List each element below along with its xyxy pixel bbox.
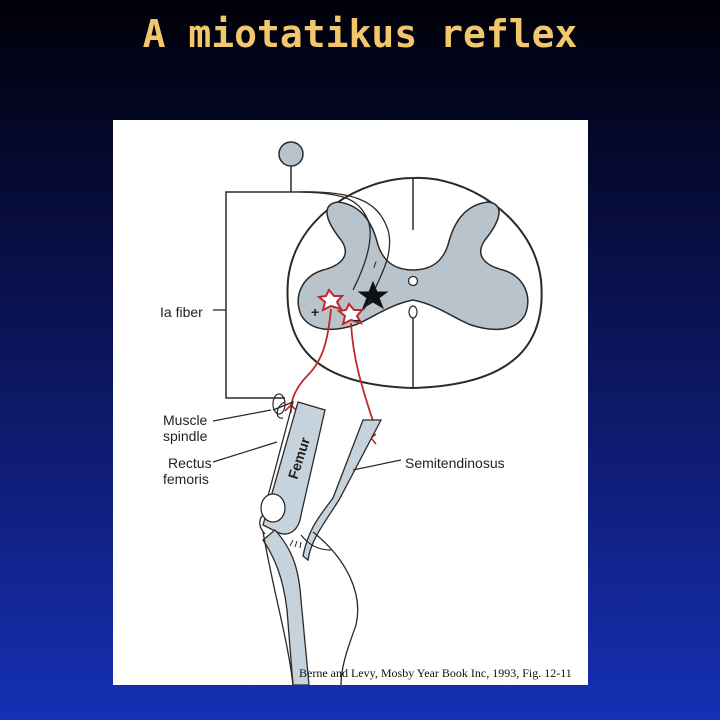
slide-title: A miotatikus reflex [0,12,720,56]
tibia-bone [263,530,309,685]
reflex-figure: + − − Ia fiber Muscle spindle [113,120,588,685]
minus-sign: − [353,312,361,328]
figure-citation: Berne and Levy, Mosby Year Book Inc, 199… [299,666,572,680]
label-muscle-spindle-2: spindle [163,428,208,444]
label-rectus-2: femoris [163,471,209,487]
spinal-cord [287,178,541,388]
label-semitendinosus: Semitendinosus [405,455,505,471]
ia-fiber-line [226,192,291,398]
label-rectus-1: Rectus [168,455,212,471]
label-ia-fiber: Ia fiber [160,304,203,320]
dorsal-root-ganglion [279,142,303,166]
reflex-diagram: + − − Ia fiber Muscle spindle [113,120,588,685]
label-muscle-spindle-1: Muscle [163,412,208,428]
plus-sign: + [311,304,319,320]
